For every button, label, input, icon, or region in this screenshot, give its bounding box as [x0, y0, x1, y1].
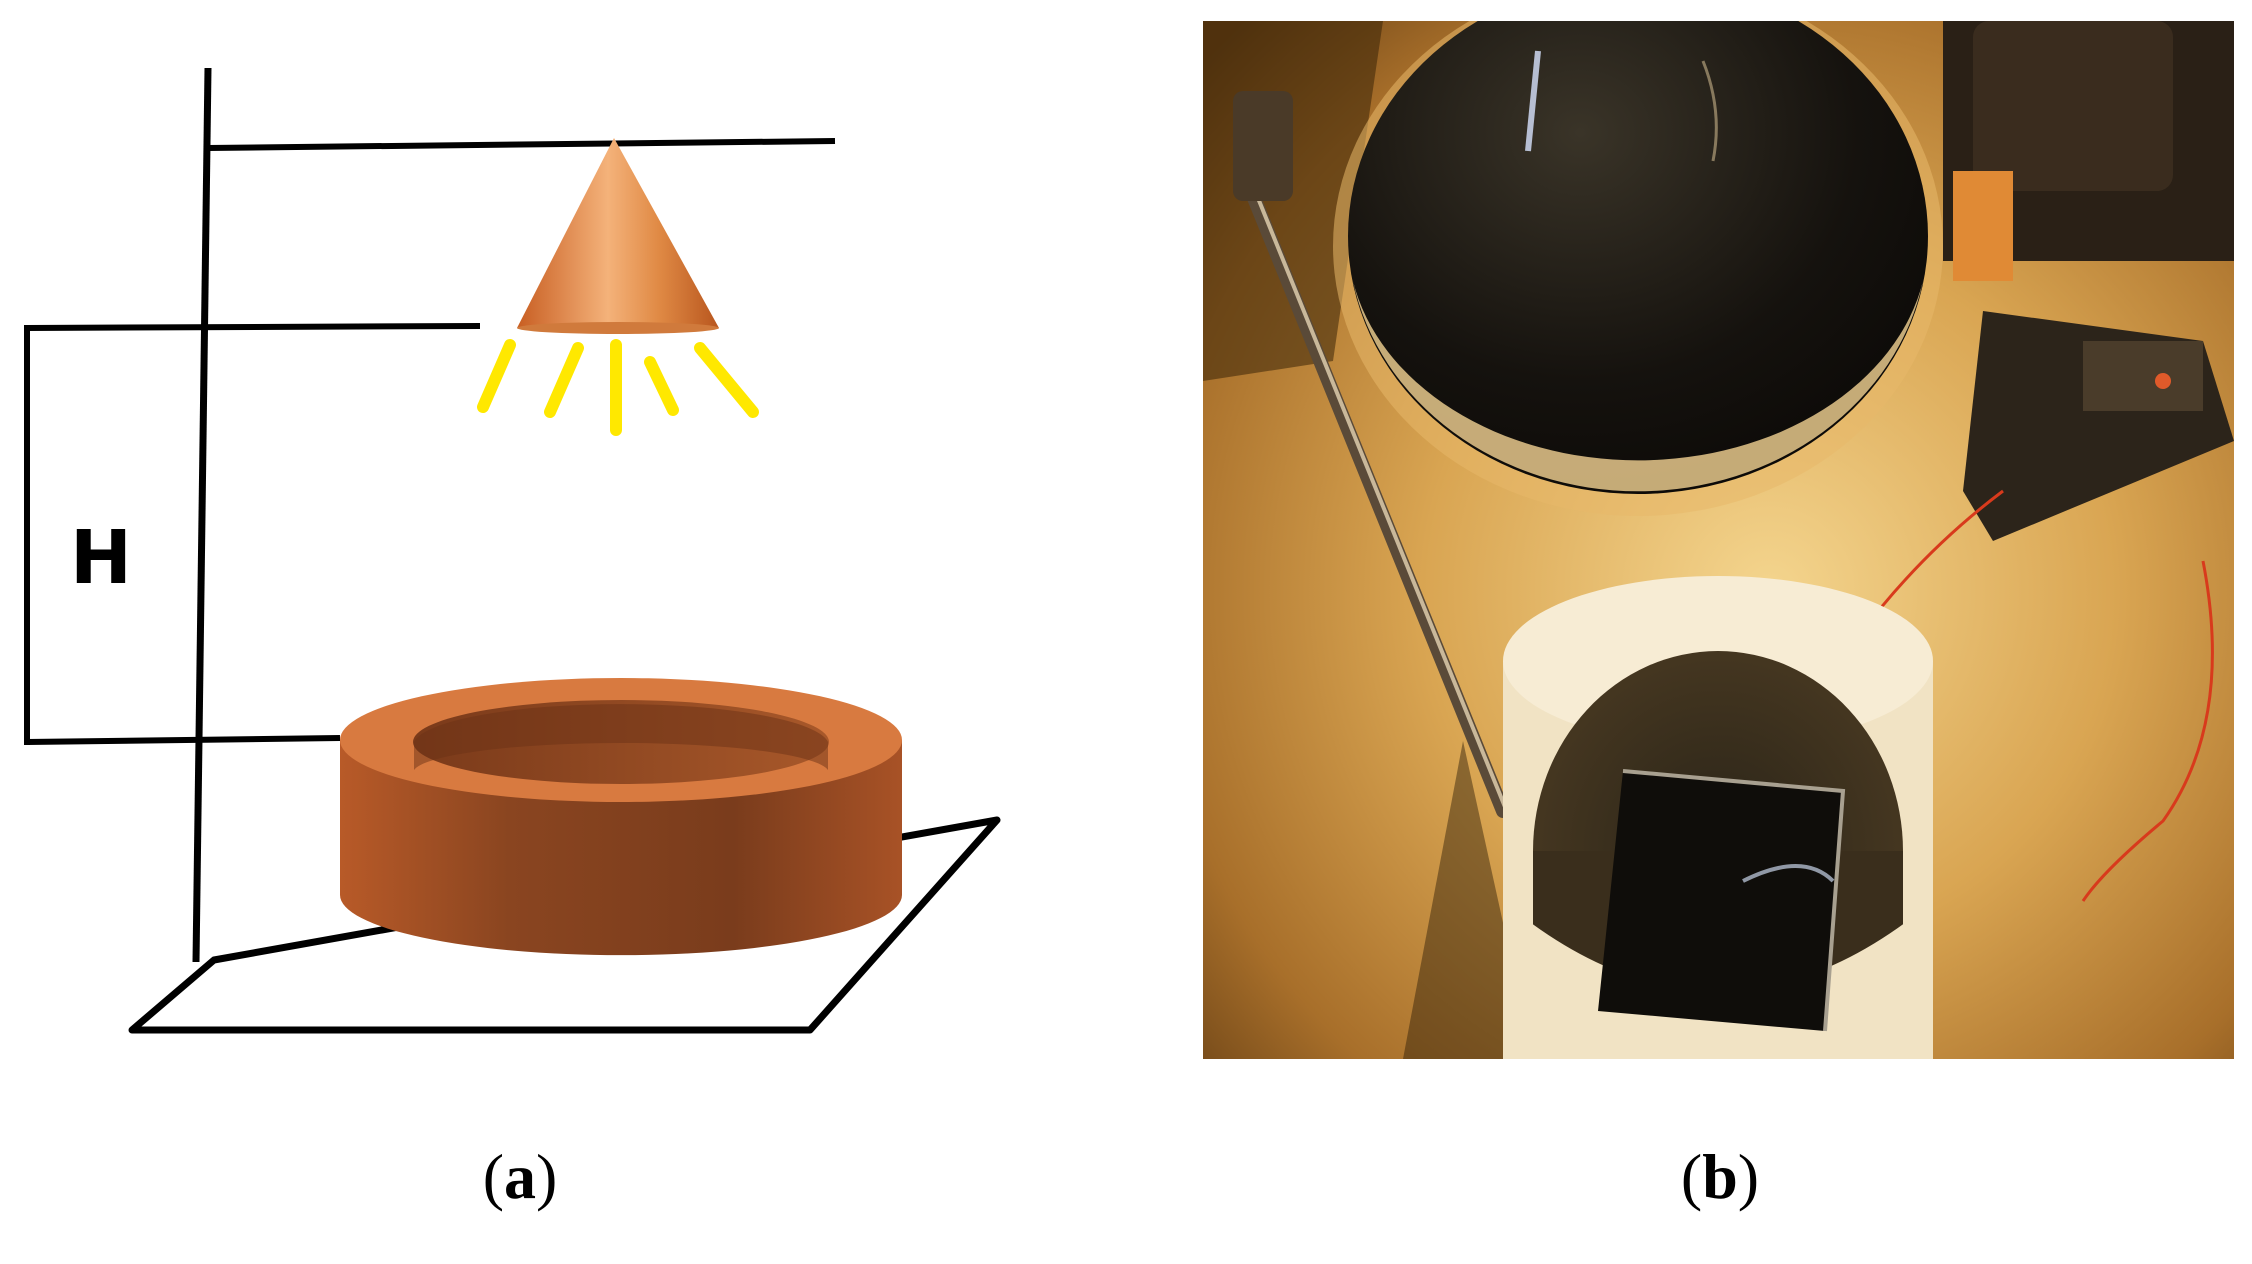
caption-panel-b: (b) [1620, 1140, 1820, 1214]
caption-b-letter: b [1702, 1141, 1738, 1212]
caption-a-letter: a [504, 1141, 536, 1212]
caption-b-close: ) [1737, 1141, 1760, 1212]
light-rays-icon [477, 339, 759, 436]
height-label: H [70, 515, 132, 601]
caption-panel-a: (a) [420, 1140, 620, 1214]
caption-a-close: ) [536, 1141, 558, 1212]
panel-b-photo [1203, 21, 2234, 1059]
meter-device-icon [1943, 21, 2234, 541]
stand-rod-icon [1233, 91, 1510, 818]
stand-pole-icon [192, 67, 836, 963]
panel-a-schematic: H [0, 0, 1100, 1080]
setup-photo-illustration [1203, 21, 2234, 1059]
sample-block-icon [1598, 769, 1846, 1032]
height-dimension: H [24, 323, 481, 745]
caption-a-open: ( [482, 1141, 504, 1212]
ring-container-icon [340, 678, 902, 956]
caption-b-open: ( [1680, 1141, 1703, 1212]
schematic-svg: H [24, 67, 1001, 1034]
lamp-reflector-icon [1333, 21, 1943, 516]
lamp-cone-icon [517, 138, 719, 334]
